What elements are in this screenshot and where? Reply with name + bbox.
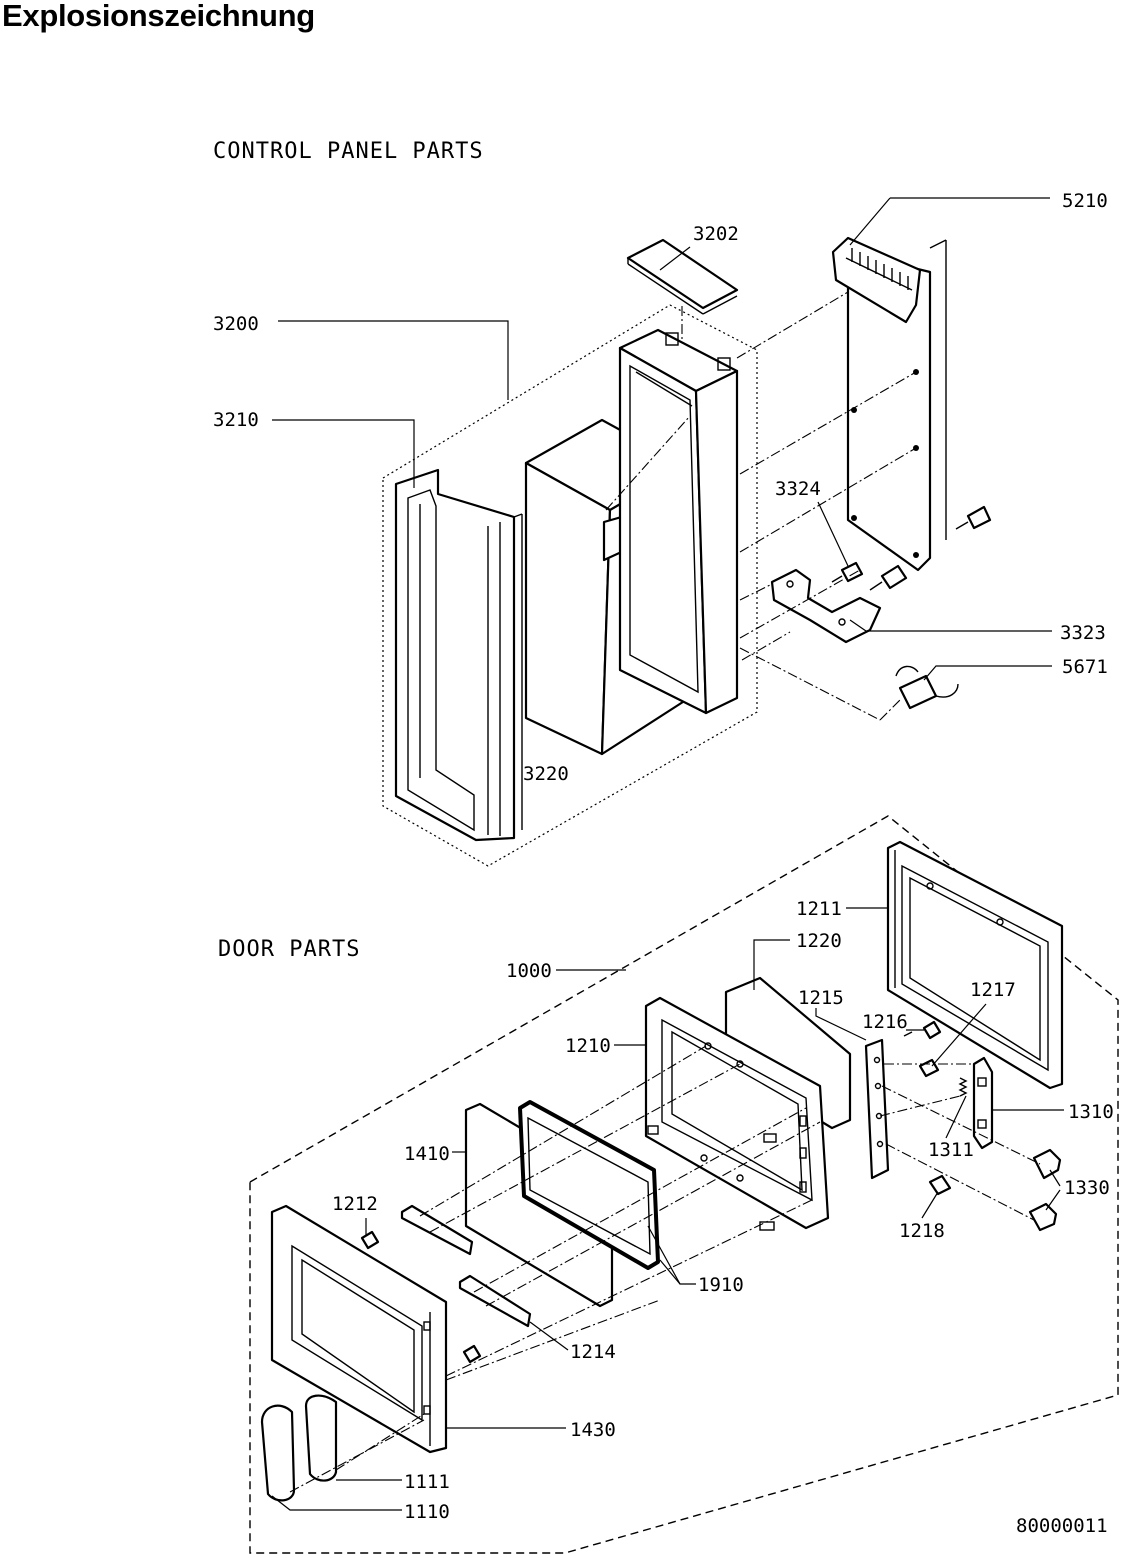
label-1430: 1430 xyxy=(570,1419,616,1441)
label-1218: 1218 xyxy=(899,1220,945,1242)
label-3202: 3202 xyxy=(693,223,739,245)
label-1910: 1910 xyxy=(698,1274,744,1296)
part-1211-choke-frame xyxy=(886,840,1064,1090)
label-1215: 1215 xyxy=(798,987,844,1009)
part-1212-bracket-screw xyxy=(360,1204,474,1256)
label-1410: 1410 xyxy=(404,1143,450,1165)
label-1212: 1212 xyxy=(332,1193,378,1215)
part-1218-clip xyxy=(928,1174,952,1196)
part-1311-spring xyxy=(958,1077,968,1097)
part-1910-seal xyxy=(518,1100,660,1270)
part-3324-screws xyxy=(831,505,992,591)
page-title: Explosionszeichnung xyxy=(2,0,315,33)
door-group-boundary xyxy=(249,815,1119,1554)
label-3323: 3323 xyxy=(1060,622,1106,644)
label-3200: 3200 xyxy=(213,313,259,335)
part-1215-hinge xyxy=(864,1038,890,1180)
label-1217: 1217 xyxy=(970,979,1016,1001)
label-5210: 5210 xyxy=(1062,190,1108,212)
label-1311: 1311 xyxy=(928,1139,974,1161)
label-1110: 1110 xyxy=(404,1501,450,1523)
label-1310: 1310 xyxy=(1068,1101,1114,1123)
drawing-number: 80000011 xyxy=(1016,1515,1108,1537)
control-panel-group-boundary xyxy=(382,304,758,867)
part-5210-pcb xyxy=(831,236,947,572)
label-3324: 3324 xyxy=(775,478,821,500)
label-5671: 5671 xyxy=(1062,656,1108,678)
label-1210: 1210 xyxy=(565,1035,611,1057)
part-1310-latch xyxy=(972,1056,994,1150)
part-3200-housing xyxy=(618,328,739,715)
door-assembly-lines xyxy=(289,1045,1041,1493)
label-1330: 1330 xyxy=(1064,1177,1110,1199)
label-1111: 1111 xyxy=(404,1471,450,1493)
pcb-connector-pins xyxy=(845,248,913,291)
part-1430-front-door xyxy=(270,1204,448,1454)
part-1330-hooks xyxy=(1028,1148,1062,1232)
label-1211: 1211 xyxy=(796,898,842,920)
label-3220: 3220 xyxy=(523,763,569,785)
label-1216: 1216 xyxy=(862,1011,908,1033)
control-panel-assembly-lines xyxy=(605,291,917,721)
part-3323-bracket xyxy=(770,568,882,644)
control-panel-leaders xyxy=(272,197,1052,681)
part-1214-bracket-screw xyxy=(458,1274,532,1364)
door-leaders xyxy=(271,907,1064,1511)
label-3210: 3210 xyxy=(213,409,259,431)
label-1220: 1220 xyxy=(796,930,842,952)
part-3202-overlay xyxy=(626,238,739,315)
label-1000: 1000 xyxy=(506,960,552,982)
part-5671-thermal-fuse xyxy=(895,665,959,710)
section-title-door: DOOR PARTS xyxy=(218,937,360,962)
part-3210-frame xyxy=(394,468,523,842)
label-1214: 1214 xyxy=(570,1341,616,1363)
part-1210-door-frame xyxy=(644,996,830,1231)
part-1110-1111-handle xyxy=(260,1394,338,1502)
section-title-control-panel: CONTROL PANEL PARTS xyxy=(213,139,484,164)
